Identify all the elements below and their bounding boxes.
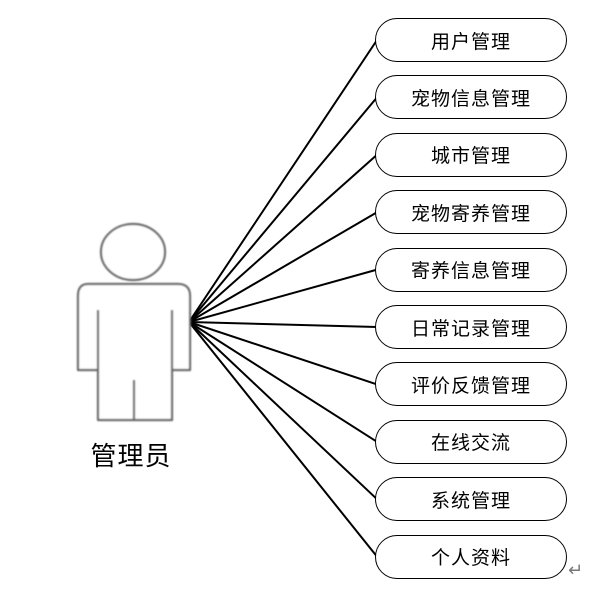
actor-body <box>76 282 192 422</box>
association-line-5 <box>188 268 378 323</box>
use-case-5[interactable]: 寄养信息管理 <box>375 247 567 292</box>
association-line-3 <box>188 154 378 323</box>
use-case-6[interactable]: 日常记录管理 <box>375 305 567 349</box>
association-line-2 <box>188 96 378 323</box>
actor-label: 管理员 <box>90 442 172 472</box>
association-lines <box>188 39 378 558</box>
association-line-7 <box>188 321 378 386</box>
use-case-1[interactable]: 用户管理 <box>375 18 567 62</box>
use-case-9[interactable]: 系统管理 <box>375 477 567 522</box>
use-case-10[interactable]: 个人资料 <box>375 534 567 579</box>
paragraph-return-mark: ↵ <box>568 560 584 581</box>
use-case-4[interactable]: 宠物寄养管理 <box>375 190 567 235</box>
use-case-8[interactable]: 在线交流 <box>375 419 567 464</box>
use-case-3[interactable]: 城市管理 <box>375 132 567 177</box>
association-line-6 <box>188 321 378 328</box>
use-case-2[interactable]: 宠物信息管理 <box>375 75 567 120</box>
association-line-1 <box>188 39 378 323</box>
association-line-8 <box>188 321 378 443</box>
association-line-4 <box>188 211 378 323</box>
person-icon <box>76 222 192 422</box>
actor-head <box>99 222 167 282</box>
association-line-9 <box>188 321 378 500</box>
use-case-7[interactable]: 评价反馈管理 <box>375 362 567 407</box>
association-line-10 <box>188 321 378 558</box>
